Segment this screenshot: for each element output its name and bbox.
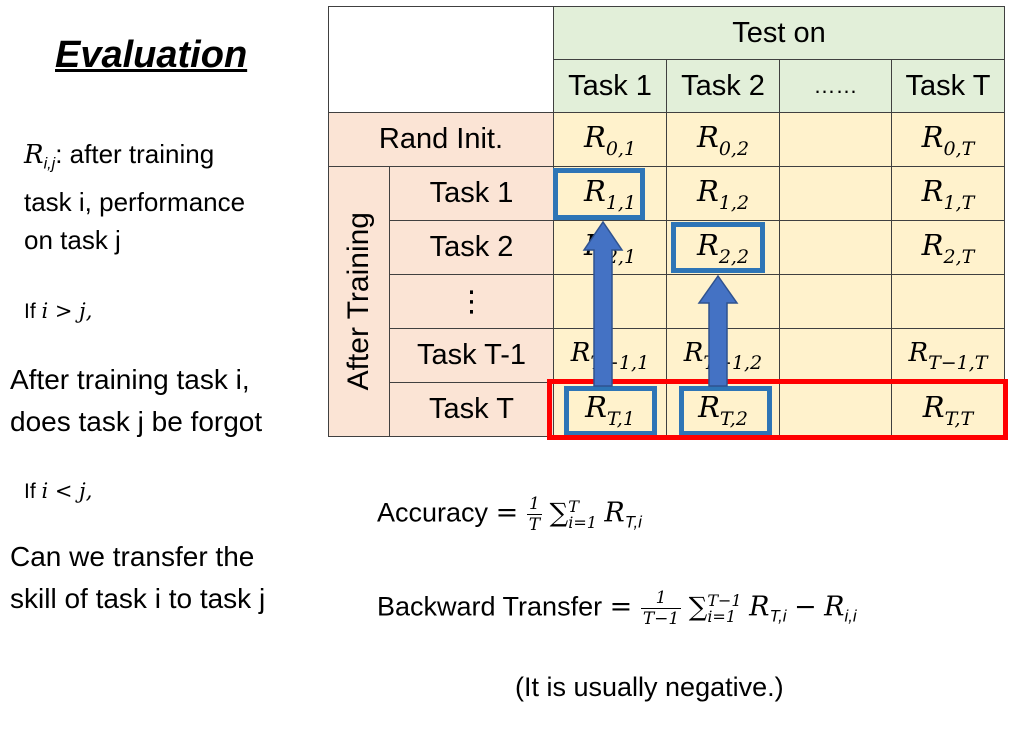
negative-note: (It is usually negative.) xyxy=(515,672,784,702)
cond2-math: i < j, xyxy=(41,479,93,503)
cell-r-2-1: R2,1 xyxy=(553,220,667,275)
row-header-task-1: Task 1 xyxy=(389,166,554,221)
def-subscript: i,j xyxy=(43,154,56,173)
condition-2: If i < j, xyxy=(24,472,92,511)
col-header-task-T: Task T xyxy=(891,59,1005,113)
cell-empty xyxy=(666,274,780,329)
definition-text: Ri,j: after training task i, performance… xyxy=(24,135,245,259)
cell-r-T-1-2: RT−1,2 xyxy=(666,328,780,383)
row-header-task-T-1: Task T-1 xyxy=(389,328,554,383)
cell-r-0-1: R0,1 xyxy=(553,112,667,167)
cell-r-1-T: R1,T xyxy=(891,166,1005,221)
row-header-task-T: Task T xyxy=(389,382,554,437)
cell-empty xyxy=(779,382,892,437)
condition-2-text: Can we transfer the skill of task i to t… xyxy=(10,536,265,620)
def-symbol: R xyxy=(24,140,44,170)
cell-empty xyxy=(779,166,892,221)
cell-r-T-2: RT,2 xyxy=(666,382,780,437)
cond2-line-2: skill of task i to task j xyxy=(10,583,266,614)
cell-r-2-T: R2,T xyxy=(891,220,1005,275)
col-header-task-2: Task 2 xyxy=(666,59,780,113)
cond2-line-1: Can we transfer the xyxy=(10,541,255,572)
highlight-r-2-2 xyxy=(671,222,765,273)
highlight-r-1-1 xyxy=(553,168,645,220)
bwt-label: Backward Transfer xyxy=(377,591,603,622)
cell-empty xyxy=(553,274,667,329)
cond1-prefix: If xyxy=(24,300,36,323)
after-training-label-cell: After Training xyxy=(328,166,390,437)
cell-empty xyxy=(779,328,892,383)
test-on-header: Test on xyxy=(553,6,1005,60)
row-header-rand-init: Rand Init. xyxy=(328,112,554,167)
cond1-line-2: does task j be forgot xyxy=(10,406,263,437)
cell-empty xyxy=(891,274,1005,329)
cell-r-1-1: R1,1 xyxy=(553,166,667,221)
accuracy-label: Accuracy xyxy=(377,497,489,528)
def-line-3: on task j xyxy=(24,224,121,255)
cell-r-0-2: R0,2 xyxy=(666,112,780,167)
cell-r-T-T: RT,T xyxy=(891,382,1005,437)
cell-empty xyxy=(779,220,892,275)
condition-1-text: After training task i, does task j be fo… xyxy=(10,359,262,443)
row-header-vdots: ⋮ xyxy=(389,274,554,329)
cell-r-0-T: R0,T xyxy=(891,112,1005,167)
col-header-ellipsis: …… xyxy=(779,59,892,113)
row-header-task-2: Task 2 xyxy=(389,220,554,275)
highlight-r-T-2 xyxy=(679,386,772,436)
cell-empty xyxy=(779,274,892,329)
cell-r-1-2: R1,2 xyxy=(666,166,780,221)
after-training-label: After Training xyxy=(342,212,375,391)
cell-r-T-1-1: RT−1,1 xyxy=(553,328,667,383)
cond1-math: i > j, xyxy=(41,299,93,323)
result-matrix: Test on Task 1 Task 2 …… Task T Rand Ini… xyxy=(328,6,1005,437)
condition-1: If i > j, xyxy=(24,292,92,331)
cond2-prefix: If xyxy=(24,480,36,503)
cond1-line-1: After training task i, xyxy=(10,364,250,395)
slide-title: Evaluation xyxy=(55,34,248,76)
highlight-last-row xyxy=(547,379,1008,440)
cell-empty xyxy=(779,112,892,167)
col-header-task-1: Task 1 xyxy=(553,59,667,113)
cell-r-T-1-T: RT−1,T xyxy=(891,328,1005,383)
def-line-1: : after training xyxy=(55,139,215,169)
highlight-r-T-1 xyxy=(564,386,657,436)
def-line-2: task i, performance xyxy=(24,186,246,217)
corner-cell xyxy=(328,6,554,113)
